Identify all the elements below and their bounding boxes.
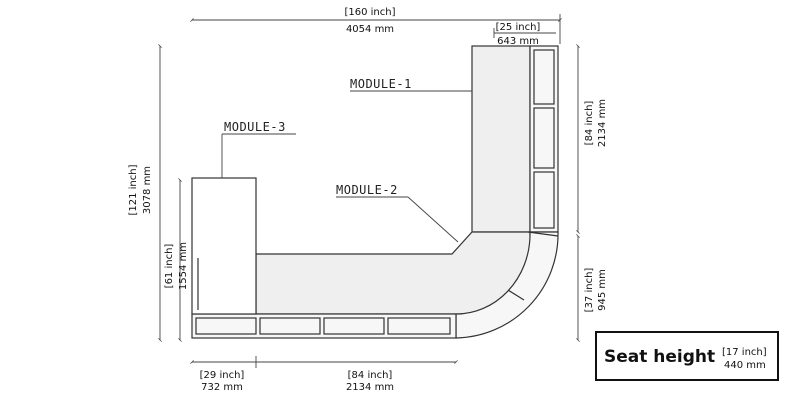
dim-corner-radius-mm: 945 mm	[597, 269, 608, 311]
seat-height-mm: 440 mm	[724, 360, 766, 371]
dim-module1-depth-mm: 643 mm	[497, 36, 539, 47]
dim-module2-length-mm: 2134 mm	[346, 382, 394, 393]
bottom-cushion-3	[323, 317, 385, 335]
dim-overall-width-mm: 4054 mm	[346, 24, 394, 35]
dim-overall-height-inch: [121 inch]	[128, 164, 139, 215]
dim-module1-length-mm: 2134 mm	[597, 99, 608, 147]
module-3-label: MODULE-3	[224, 120, 286, 134]
module-3-block	[191, 177, 257, 315]
dim-module2-length-inch: [84 inch]	[348, 370, 393, 381]
module-1-cushion-3	[533, 171, 555, 229]
dim-module1-length-inch: [84 inch]	[584, 101, 595, 146]
module-leaders	[221, 90, 472, 243]
dim-module3-height-mm: 1554 mm	[178, 242, 189, 290]
dim-module3-width-inch: [29 inch]	[200, 370, 245, 381]
dim-module1-depth	[493, 28, 556, 38]
seat-height-box: Seat height [17 inch] 440 mm	[595, 331, 779, 381]
module-1-seat	[471, 45, 531, 233]
dim-overall-width	[190, 14, 562, 44]
dim-module1-depth-inch: [25 inch]	[496, 22, 541, 33]
module-1-cushion-1	[533, 49, 555, 105]
bottom-cushion-1	[195, 317, 257, 335]
dim-overall-height-mm: 3078 mm	[142, 166, 153, 214]
dim-module3-height-inch: [61 inch]	[164, 244, 175, 289]
sofa-outline	[191, 45, 559, 339]
module-1-cushion-2	[533, 107, 555, 169]
dim-bottom	[190, 356, 458, 368]
module-2-label: MODULE-2	[336, 183, 398, 197]
dim-corner-radius-inch: [37 inch]	[584, 268, 595, 313]
module-1-label: MODULE-1	[350, 77, 412, 91]
module-2-curve-divider-2	[527, 231, 559, 237]
seat-height-inch: [17 inch]	[722, 347, 767, 358]
module-2-curve-divider-1	[507, 289, 525, 301]
bottom-cushion-4	[387, 317, 451, 335]
seat-height-title: Seat height	[604, 347, 715, 367]
dim-module3-width-mm: 732 mm	[201, 382, 243, 393]
bottom-cushion-2	[259, 317, 321, 335]
dim-overall-width-inch: [160 inch]	[344, 7, 395, 18]
